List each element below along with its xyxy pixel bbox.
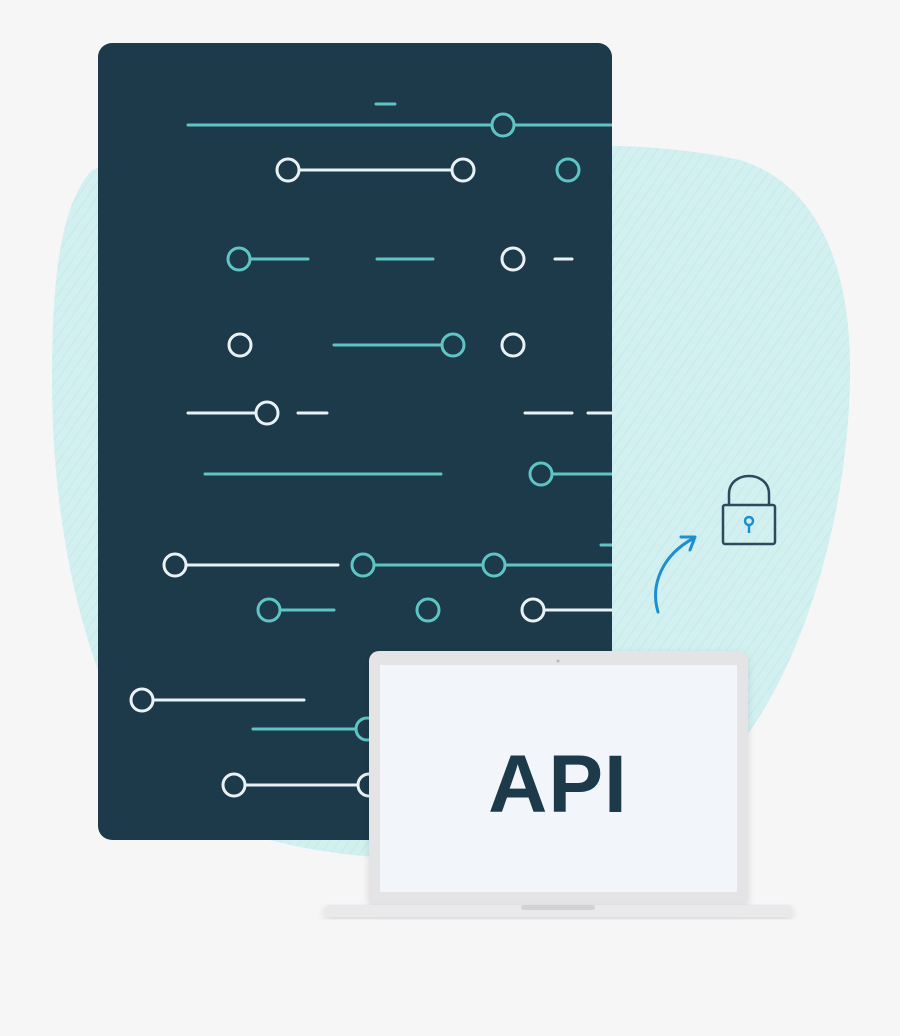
code-node bbox=[500, 332, 526, 358]
code-node bbox=[440, 332, 466, 358]
laptop-notch bbox=[521, 905, 595, 910]
laptop-screen bbox=[380, 665, 737, 892]
code-node bbox=[415, 597, 441, 623]
laptop-camera bbox=[556, 659, 560, 663]
code-node bbox=[555, 157, 581, 183]
code-node bbox=[227, 332, 253, 358]
api-label: API bbox=[488, 739, 628, 830]
code-node bbox=[450, 157, 476, 183]
code-node bbox=[500, 246, 526, 272]
code-panel bbox=[98, 43, 612, 840]
code-node bbox=[490, 112, 516, 138]
laptop: API bbox=[324, 651, 793, 917]
curved-arrow-icon bbox=[654, 535, 697, 614]
code-lines bbox=[129, 102, 612, 798]
laptop-base bbox=[324, 905, 793, 917]
code-node bbox=[254, 400, 280, 426]
lock-icon bbox=[721, 474, 777, 546]
